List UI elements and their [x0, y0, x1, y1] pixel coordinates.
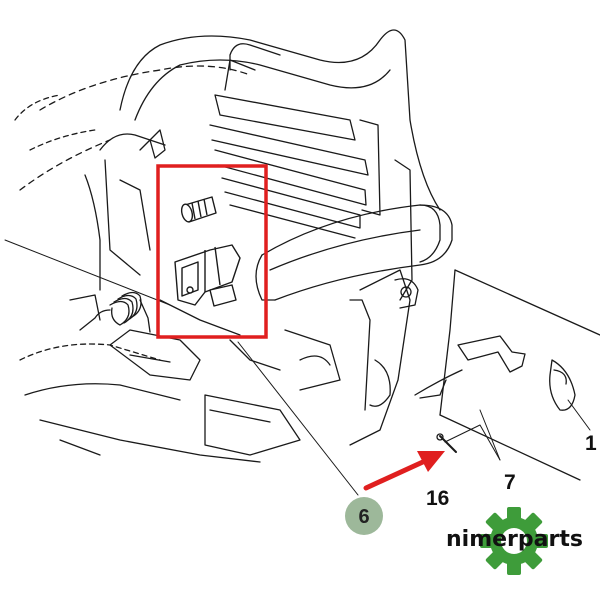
brand-wordmark: nimerparts — [446, 527, 583, 552]
highlight-box — [156, 164, 268, 339]
torsion-spring — [79, 291, 151, 333]
latch-bracket — [174, 244, 241, 307]
part-badge-6: 6 — [345, 497, 383, 535]
callout-7: 7 — [504, 471, 516, 494]
latch-parts — [174, 196, 241, 307]
svg-text:6: 6 — [358, 506, 369, 528]
red-arrow-icon — [363, 451, 445, 491]
callout-16: 16 — [426, 487, 449, 510]
roller-pin — [180, 196, 217, 223]
gear-icon — [480, 507, 548, 575]
seat-line-art — [4, 29, 600, 496]
callout-1: 1 — [585, 432, 597, 455]
detail-panel — [414, 269, 600, 481]
